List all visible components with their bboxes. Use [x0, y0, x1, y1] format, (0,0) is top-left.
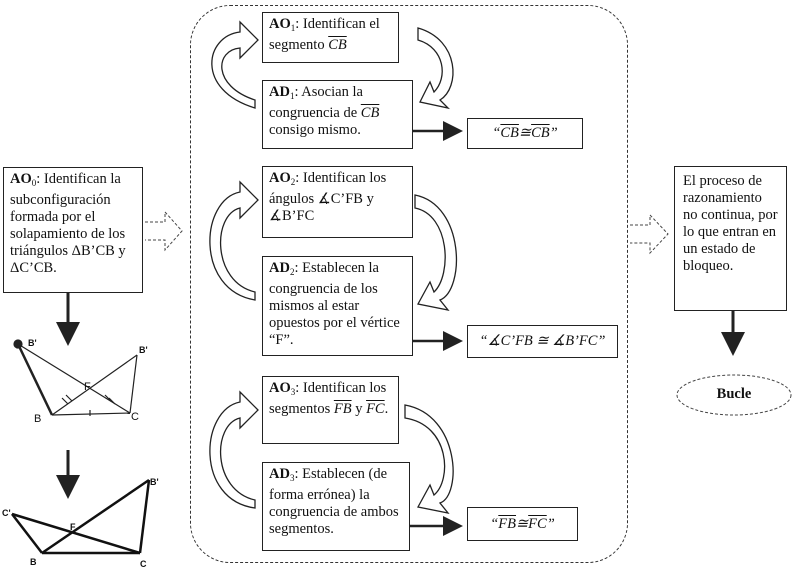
- point-label: C: [140, 559, 147, 569]
- op: ≅: [518, 125, 532, 141]
- point-label: B': [28, 338, 37, 348]
- point-label: C: [131, 411, 139, 423]
- text: : Identifican el segmento: [269, 16, 380, 53]
- code: AO: [10, 171, 32, 187]
- curved-arrow-left: [209, 20, 259, 509]
- ao0-box: AO0: Identifican la subconfiguración for…: [3, 167, 143, 293]
- text: .: [384, 401, 389, 417]
- q: ”: [546, 515, 555, 532]
- ao1-box: AO1: Identifican el segmento CB: [262, 12, 399, 63]
- curved-arrow-right: [404, 27, 457, 514]
- text: : Asocian la congruencia de: [269, 84, 363, 121]
- code: AO: [269, 380, 291, 396]
- code-sub: 1: [290, 23, 296, 33]
- reasoning-steps-container: [190, 5, 628, 563]
- sketch-triangles-handdrawn: [13, 339, 138, 416]
- point-label: B': [150, 477, 159, 487]
- code-sub: 3: [290, 387, 296, 397]
- code: AO: [269, 16, 291, 32]
- point-label: F: [84, 381, 91, 393]
- end-ellipse: [676, 374, 792, 416]
- text: : Establecen (de forma errónea) la congr…: [269, 466, 399, 537]
- point-label: C': [2, 508, 11, 518]
- code: AD: [269, 84, 290, 100]
- result-3: “FB ≅ FC”: [467, 507, 578, 541]
- segment: FC: [528, 515, 547, 532]
- ao0-text: : Identifican la subconfiguración formad…: [10, 171, 126, 276]
- segment: CB: [531, 125, 550, 141]
- text: : Establecen la congruencia de los mismo…: [269, 260, 400, 348]
- code-sub: 1: [289, 91, 295, 101]
- text: y: [351, 401, 367, 417]
- point-label: B: [30, 557, 37, 567]
- segment: FB: [333, 401, 352, 417]
- code-sub: 2: [289, 267, 295, 277]
- result-1: “CB ≅ CB”: [467, 118, 583, 149]
- ao3-box: AO3: Identifican los segmentos FB y FC.: [262, 376, 399, 444]
- code: AD: [269, 260, 290, 276]
- conclusion-box: El proceso de razonamiento no continua, …: [674, 166, 787, 311]
- point-label: B: [34, 413, 42, 425]
- end-label: Bucle: [716, 386, 752, 402]
- code-sub: 0: [31, 178, 37, 188]
- sketch-triangles-clean: [11, 478, 151, 555]
- q: ”: [549, 125, 558, 141]
- code: AO: [269, 170, 291, 186]
- code-sub: 3: [289, 473, 295, 483]
- segment: FB: [498, 515, 517, 532]
- point-label: B': [139, 345, 148, 355]
- segment: CB: [328, 37, 347, 53]
- segment: FC: [366, 401, 385, 417]
- point-label: F: [70, 522, 76, 532]
- text: : Identifican los ángulos ∡C’FB y ∡B’FC: [269, 170, 387, 224]
- ad3-box: AD3: Establecen (de forma errónea) la co…: [262, 462, 410, 551]
- ad2-box: AD2: Establecen la congruencia de los mi…: [262, 256, 413, 356]
- code: AD: [269, 466, 290, 482]
- ao2-box: AO2: Identifican los ángulos ∡C’FB y ∡B’…: [262, 166, 413, 238]
- conclusion-text: El proceso de razonamiento no continua, …: [683, 173, 778, 274]
- segment: CB: [360, 105, 380, 121]
- dashed-hollow-arrow: [145, 210, 669, 255]
- result-text: “∡C’FB ≅ ∡B’FC”: [479, 333, 606, 349]
- text: : Identifican los segmentos: [269, 380, 387, 417]
- text: consigo mismo.: [269, 122, 361, 138]
- code-sub: 2: [290, 177, 296, 187]
- segment: CB: [500, 125, 519, 141]
- ad1-box: AD1: Asocian la congruencia de CB consig…: [262, 80, 413, 149]
- q: “: [492, 125, 501, 141]
- op: ≅: [516, 515, 529, 532]
- q: “: [490, 515, 499, 532]
- result-2: “∡C’FB ≅ ∡B’FC”: [467, 325, 618, 358]
